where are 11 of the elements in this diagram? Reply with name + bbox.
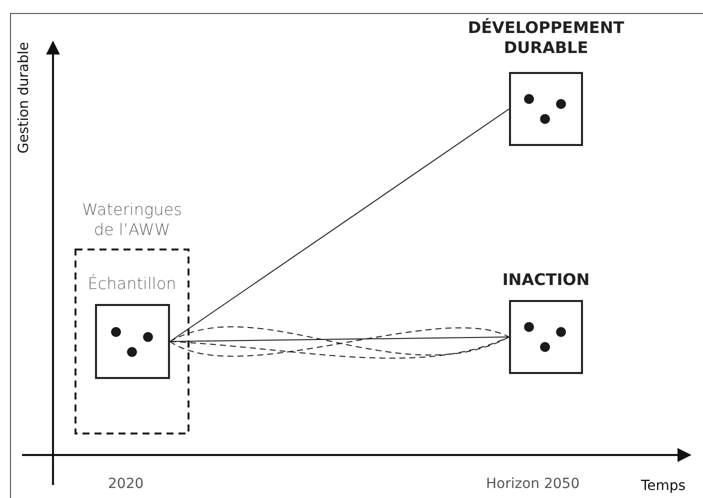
connector-line xyxy=(170,108,510,342)
axis-title: Gestion durable xyxy=(16,42,32,154)
dashed-connector xyxy=(170,336,510,359)
axis-tick-label: 2020 xyxy=(108,476,144,492)
node-title: DÉVELOPPEMENT DURABLE xyxy=(466,18,626,58)
node-title: INACTION xyxy=(501,270,591,290)
axis-tick-label: Horizon 2050 xyxy=(486,476,580,492)
dashed-group-box xyxy=(74,200,190,435)
axis-title: Temps xyxy=(641,478,686,494)
group-title: Wateringues de l’AWW xyxy=(81,200,183,240)
node-title: Échantillon xyxy=(86,274,178,294)
